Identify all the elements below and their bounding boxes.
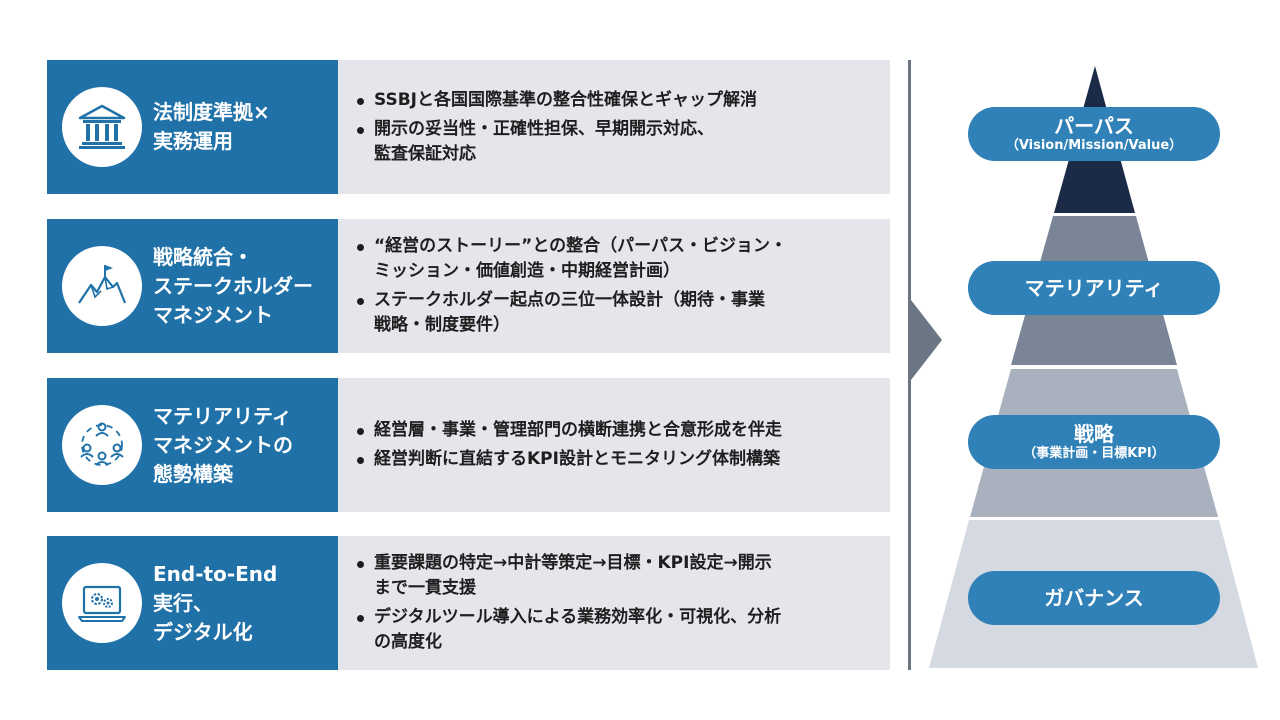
chevron-right-icon	[911, 300, 942, 380]
bank-building-icon	[78, 104, 126, 149]
pill-sub-label: （事業計画・目標KPI）	[1023, 446, 1165, 461]
pyramid-label-purpose: パーパス （Vision/Mission/Value）	[968, 107, 1220, 161]
pyramid-label-governance: ガバナンス	[968, 571, 1220, 625]
pillar-panel: 経営層・事業・管理部門の横断連携と合意形成を伴走 経営判断に直結するKPI設計と…	[338, 378, 890, 512]
pill-sub-label: （Vision/Mission/Value）	[1005, 138, 1183, 153]
bullet-item: 経営判断に直結するKPI設計とモニタリング体制構築	[356, 447, 880, 472]
icon-badge	[62, 246, 142, 326]
pillar-title: 法制度準拠× 実務運用	[153, 100, 270, 153]
pill-main-label: パーパス	[1054, 114, 1134, 138]
bullet-item: ステークホルダー起点の三位一体設計（期待・事業 戦略・制度要件）	[356, 288, 880, 338]
pillar-title: 戦略統合・ ステークホルダー マネジメント	[153, 244, 313, 327]
pillar-title: End-to-End 実行、 デジタル化	[153, 561, 278, 644]
pill-main-label: 戦略	[1074, 422, 1114, 446]
bullet-item: 開示の妥当性・正確性担保、早期開示対応、 監査保証対応	[356, 117, 880, 167]
pyramid-label-materiality: マテリアリティ	[968, 261, 1220, 315]
pillar-tile: マテリアリティ マネジメントの 態勢構築	[47, 378, 338, 512]
pill-main-label: マテリアリティ	[1024, 276, 1164, 300]
pillar-row-execution: End-to-End 実行、 デジタル化 重要課題の特定→中計等策定→目標・KP…	[47, 536, 890, 670]
bullet-item: “経営のストーリー”との整合（パーパス・ビジョン・ ミッション・価値創造・中期経…	[356, 234, 880, 284]
pillar-tile: 戦略統合・ ステークホルダー マネジメント	[47, 219, 338, 353]
pyramid-label-strategy: 戦略 （事業計画・目標KPI）	[968, 415, 1220, 469]
icon-badge	[62, 405, 142, 485]
pillar-row-legal: 法制度準拠× 実務運用 SSBJと各国国際基準の整合性確保とギャップ解消 開示の…	[47, 60, 890, 194]
pillar-panel: “経営のストーリー”との整合（パーパス・ビジョン・ ミッション・価値創造・中期経…	[338, 219, 890, 353]
team-circle-icon	[80, 422, 124, 466]
mountain-flag-icon	[78, 265, 127, 304]
pillar-row-strategy: 戦略統合・ ステークホルダー マネジメント “経営のストーリー”との整合（パーパ…	[47, 219, 890, 353]
icon-badge	[62, 563, 142, 643]
bullet-item: SSBJと各国国際基準の整合性確保とギャップ解消	[356, 88, 880, 113]
pillar-panel: SSBJと各国国際基準の整合性確保とギャップ解消 開示の妥当性・正確性担保、早期…	[338, 60, 890, 194]
bullet-item: 経営層・事業・管理部門の横断連携と合意形成を伴走	[356, 418, 880, 443]
vertical-divider	[908, 60, 911, 670]
pillar-row-materiality: マテリアリティ マネジメントの 態勢構築 経営層・事業・管理部門の横断連携と合意…	[47, 378, 890, 512]
laptop-gears-icon	[78, 585, 126, 622]
pillar-tile: End-to-End 実行、 デジタル化	[47, 536, 338, 670]
pillar-tile: 法制度準拠× 実務運用	[47, 60, 338, 194]
pill-main-label: ガバナンス	[1044, 586, 1144, 610]
pillar-title: マテリアリティ マネジメントの 態勢構築	[153, 403, 293, 486]
pillar-panel: 重要課題の特定→中計等策定→目標・KPI設定→開示 まで一貫支援 デジタルツール…	[338, 536, 890, 670]
icon-badge	[62, 87, 142, 167]
bullet-item: 重要課題の特定→中計等策定→目標・KPI設定→開示 まで一貫支援	[356, 551, 880, 601]
bullet-item: デジタルツール導入による業務効率化・可視化、分析 の高度化	[356, 605, 880, 655]
